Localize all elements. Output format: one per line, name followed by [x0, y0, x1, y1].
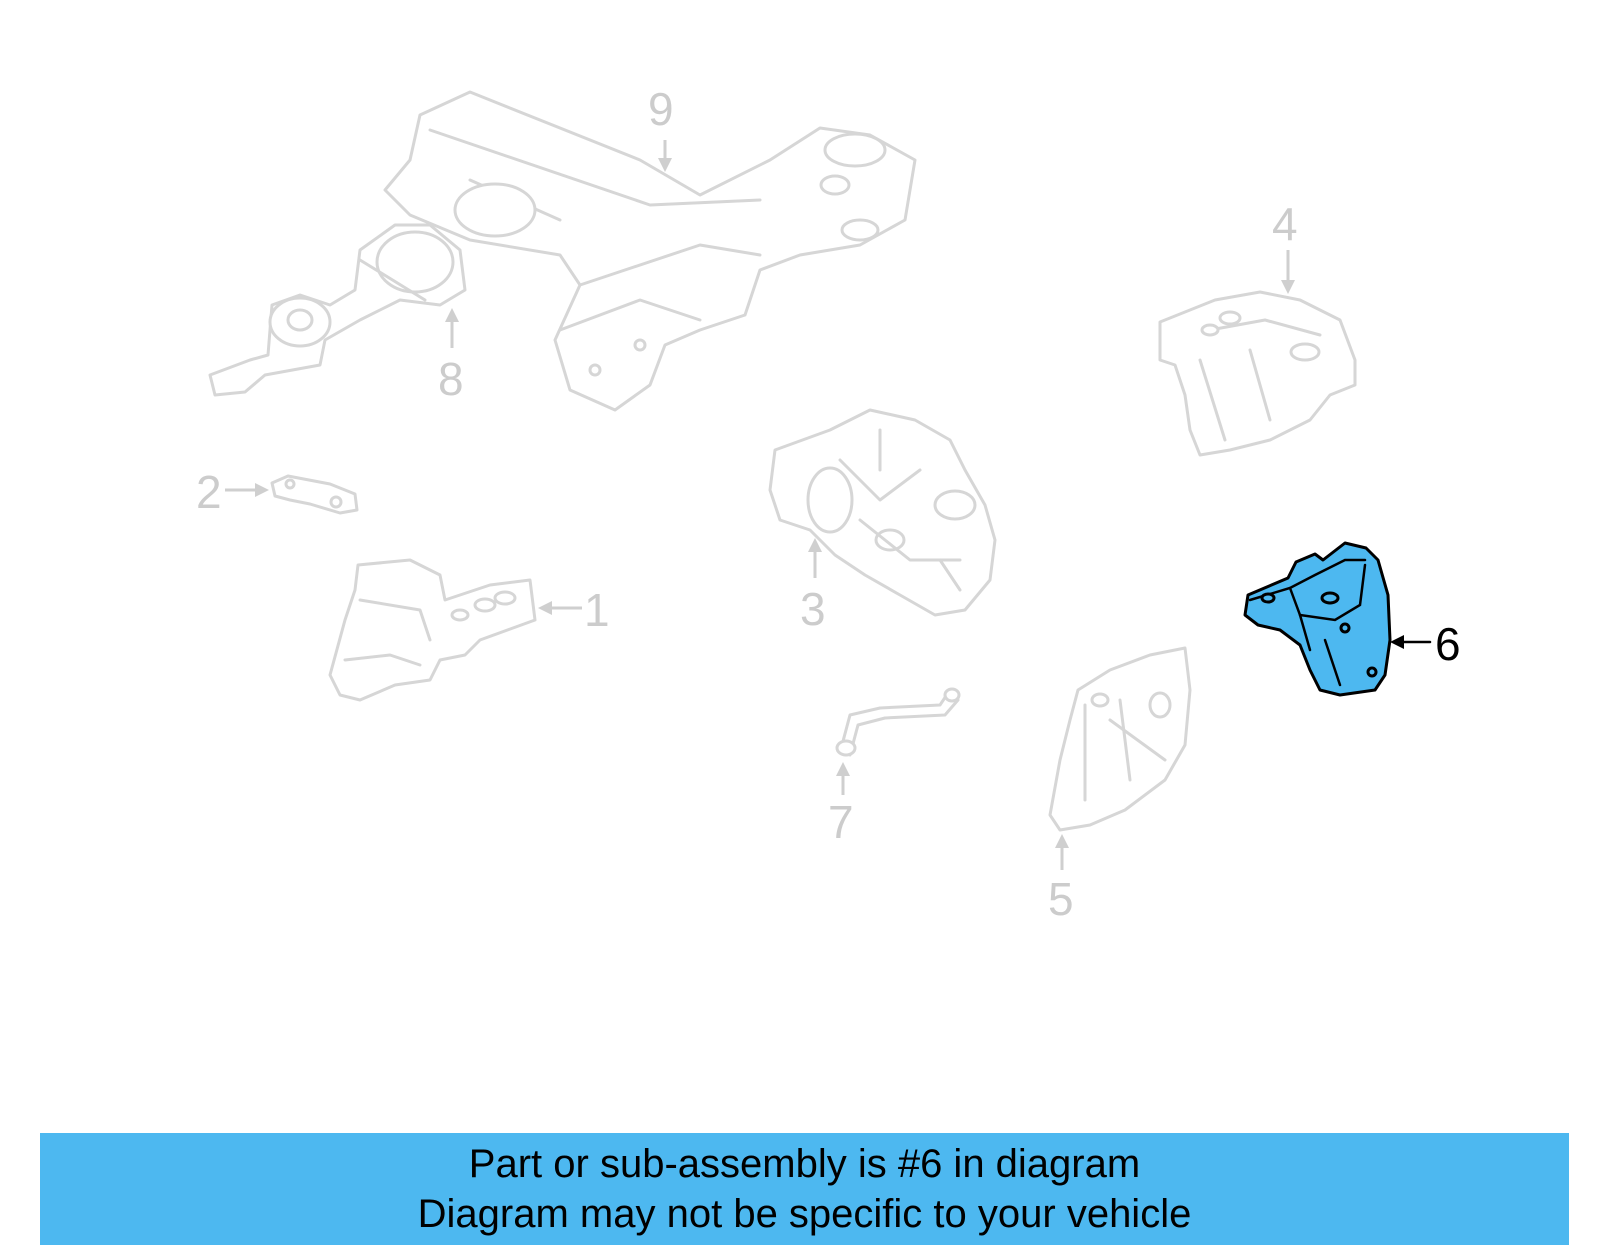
callout-4: 4	[1272, 198, 1298, 250]
callout-3: 3	[800, 583, 826, 635]
info-banner: Part or sub-assembly is #6 in diagram Di…	[40, 1133, 1569, 1245]
callout-8: 8	[438, 353, 464, 405]
part-4-mount[interactable]	[1158, 290, 1357, 457]
callout-5: 5	[1048, 873, 1074, 925]
part-2-bracket[interactable]	[270, 474, 359, 515]
callout-2: 2	[196, 466, 222, 518]
callout-1: 1	[584, 584, 610, 636]
part-8-torque-strut[interactable]	[208, 223, 467, 397]
part-3-transmission-mount[interactable]	[768, 408, 997, 617]
banner-line-2: Diagram may not be specific to your vehi…	[417, 1192, 1192, 1236]
part-6-highlighted-bracket[interactable]	[1243, 541, 1392, 697]
callout-7: 7	[828, 796, 854, 848]
part-1-engine-mount[interactable]	[328, 558, 537, 702]
callout-9: 9	[648, 83, 674, 135]
callout-6: 6	[1435, 618, 1461, 670]
banner-line-1: Part or sub-assembly is #6 in diagram	[468, 1142, 1141, 1186]
part-7-bracket-rod[interactable]	[835, 687, 961, 757]
part-5-mount-bracket[interactable]	[1048, 646, 1192, 832]
part-9-subframe[interactable]	[383, 90, 917, 412]
